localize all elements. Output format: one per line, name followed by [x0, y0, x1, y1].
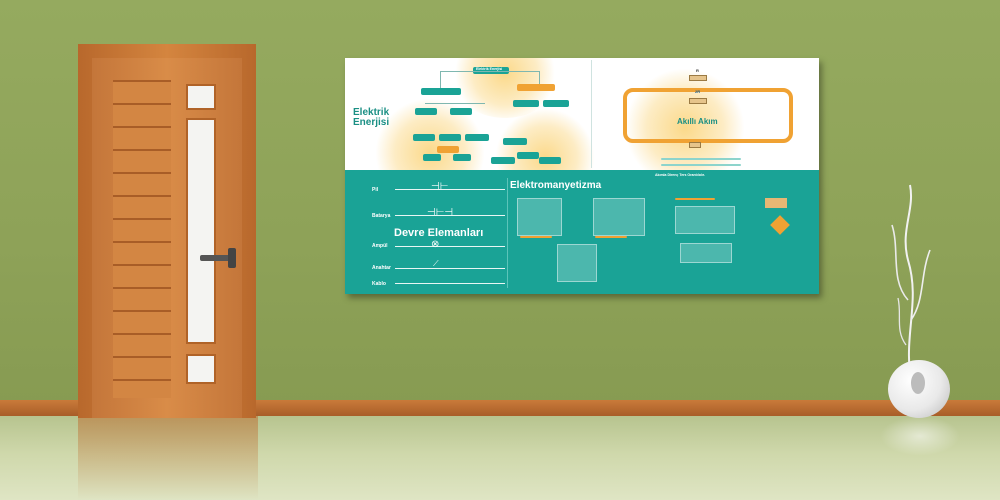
label-pill: [520, 236, 552, 238]
flow-top-label: Elektrik Enerjisi: [476, 67, 503, 71]
flow-line: [440, 71, 441, 88]
switch-icon: ⟋: [433, 259, 439, 268]
wire-line: [395, 189, 505, 190]
vase-opening: [911, 372, 925, 394]
label-pill: [595, 236, 627, 238]
flow-line: [440, 71, 540, 72]
door-handle: [200, 255, 234, 261]
title-devre-elemanlari: Devre Elemanları: [394, 227, 484, 239]
flow-box: [517, 152, 539, 159]
door-slats: [113, 80, 171, 398]
battery-pack-icon: ⊣⊢⊣: [427, 207, 454, 218]
resistor-r-label: R: [696, 68, 699, 73]
label-pill: [675, 198, 715, 200]
section-divider: [507, 178, 508, 288]
door-reflection: [78, 416, 258, 500]
title-elektromanyetizma: Elektromanyetizma: [510, 180, 602, 191]
lamp-icon: ⊗: [431, 239, 440, 250]
element-label-anahtar: Anahtar: [372, 265, 391, 271]
title-akilli-akim: Akıllı Akım: [677, 117, 718, 126]
resistor-2r-label: 2R: [695, 89, 701, 94]
resistor-bottom: [689, 142, 701, 148]
decorative-branches: [891, 184, 931, 376]
element-label-ampul: Ampül: [372, 243, 388, 249]
flow-box: [439, 134, 461, 141]
info-line: [661, 158, 741, 160]
flow-box: [453, 154, 471, 161]
flow-box: [450, 108, 472, 115]
vase-reflection: [880, 416, 960, 456]
title-elektrik: Elektrik: [353, 107, 390, 118]
physics-poster: Elektrik Enerjisi Elektrik Enerjisi R 2R…: [345, 58, 819, 294]
flow-box: [415, 108, 437, 115]
flow-box: [545, 172, 567, 179]
flow-box: [491, 157, 515, 164]
resistor-2r: [689, 98, 707, 104]
element-label-pil: Pil: [372, 187, 379, 193]
flow-box: [503, 138, 527, 145]
info-line: [661, 164, 741, 166]
diagram-panel: [517, 198, 562, 236]
circuit-wire: [623, 88, 793, 143]
element-label-kablo: Kablo: [372, 281, 386, 287]
flow-box: [543, 100, 569, 107]
flow-box: [421, 88, 461, 95]
flow-box: [505, 172, 527, 179]
diagram-panel: [593, 198, 645, 236]
flow-line: [539, 71, 540, 88]
flow-box: [437, 146, 459, 153]
resistor-r: [689, 75, 707, 81]
flow-line: [425, 103, 485, 104]
flow-box: [539, 157, 561, 164]
flow-top-box: [473, 67, 509, 74]
diagram-panel: [557, 244, 597, 282]
flow-box: [423, 154, 441, 161]
flow-box: [465, 134, 489, 141]
element-label-batarya: Batarya: [372, 213, 391, 219]
flow-box: [517, 84, 555, 91]
title-enerjisi: Enerjisi: [353, 117, 390, 128]
door-glass-top: [186, 84, 216, 110]
door-handle-plate: [228, 248, 236, 268]
diagram-panel: [675, 206, 735, 234]
diagram-panel: [680, 243, 732, 263]
magnet-diagram: [765, 198, 787, 208]
flow-box: [413, 134, 435, 141]
wire-line: [395, 215, 505, 216]
flow-box: [513, 100, 539, 107]
circuit-note: Akımla Direnç Ters Orantılıdır.: [655, 173, 705, 177]
poster-divider: [591, 60, 592, 168]
wire-line: [395, 283, 505, 284]
wire-line: [395, 246, 505, 247]
wire-line: [395, 268, 505, 269]
door-glass-bottom: [186, 354, 216, 384]
door-glass-middle: [186, 118, 216, 344]
poster-teal-band: [345, 170, 819, 294]
battery-icon: ⊣⊢: [431, 181, 449, 192]
